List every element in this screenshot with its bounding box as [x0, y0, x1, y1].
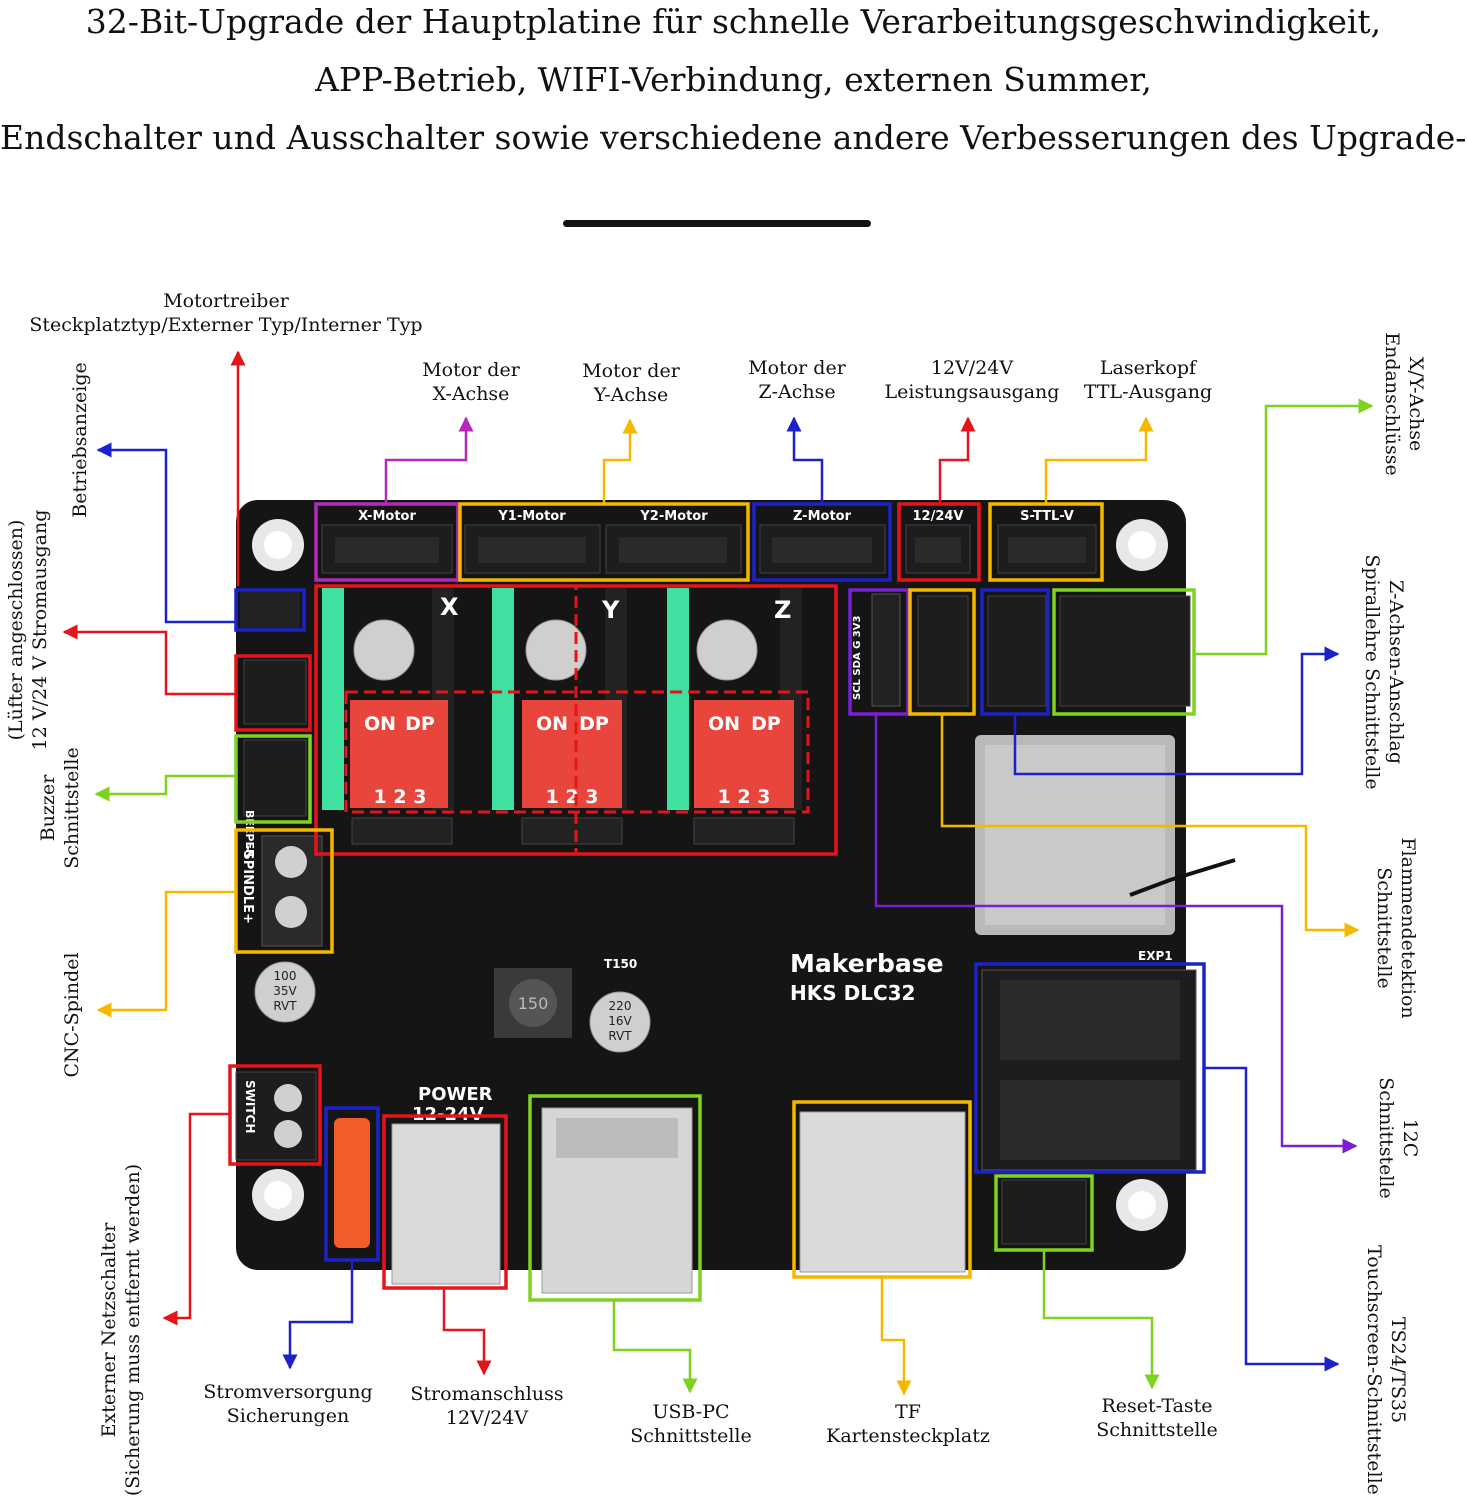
label-external-switch: Externer Netzschalter(Sicherung muss ent…	[98, 1163, 144, 1497]
svg-text:Y1-Motor: Y1-Motor	[497, 509, 566, 524]
y2-motor-connector: Y2-Motor	[605, 509, 742, 574]
buzzer-connector	[243, 739, 307, 817]
box-driver-x	[314, 584, 578, 856]
box-led	[234, 588, 306, 632]
svg-text:150: 150	[518, 994, 549, 1013]
switch-connector	[235, 1071, 317, 1161]
svg-text:35V: 35V	[273, 984, 297, 998]
dc-jack	[391, 1123, 501, 1285]
z-endstop-connector	[987, 595, 1047, 707]
z-motor-connector: Z-Motor	[759, 509, 886, 574]
svg-text:Z: Z	[774, 596, 791, 624]
svg-text:SWITCH: SWITCH	[243, 1080, 257, 1133]
svg-text:ON: ON	[364, 713, 396, 735]
svg-text:RVT: RVT	[608, 1029, 632, 1043]
svg-text:12/24V: 12/24V	[913, 509, 964, 524]
y1-motor-connector: Y1-Motor	[464, 509, 601, 574]
svg-text:DP: DP	[579, 713, 609, 735]
label-betriebsanzeige: Betriebsanzeige	[69, 362, 91, 518]
svg-text:ON: ON	[708, 713, 740, 735]
box-dip	[344, 690, 810, 814]
svg-text:ON: ON	[536, 713, 568, 735]
capacitor	[254, 961, 316, 1023]
svg-text:Y: Y	[601, 596, 620, 624]
svg-text:S-TTL-V: S-TTL-V	[1020, 509, 1074, 524]
svg-text:1 2 3: 1 2 3	[546, 786, 599, 808]
svg-text:RVT: RVT	[273, 999, 297, 1013]
svg-text:T150: T150	[604, 957, 637, 971]
flame-connector	[917, 595, 969, 707]
heading-line-2: APP-Betrieb, WIFI-Verbindung, externen S…	[315, 60, 1152, 99]
divider-bar	[563, 220, 871, 227]
x-motor-connector: X-Motor	[321, 509, 453, 574]
driver-slot-y: Y ON DP 1 2 3	[492, 588, 627, 810]
svg-text:EXP1: EXP1	[1138, 949, 1173, 963]
svg-text:X-Motor: X-Motor	[358, 509, 416, 524]
box-xy-end	[1052, 588, 1196, 716]
svg-text:-SPINDLE+: -SPINDLE+	[240, 845, 255, 924]
svg-text:Y2-Motor: Y2-Motor	[639, 509, 708, 524]
svg-text:100: 100	[274, 969, 297, 983]
capacitor	[589, 991, 651, 1053]
svg-text:HKS DLC32: HKS DLC32	[790, 981, 915, 1005]
label-fan-output: (Lüfter angeschlossen)12 V/24 V Stromaus…	[5, 509, 51, 751]
box-buzzer	[234, 734, 312, 824]
reset-connector	[1001, 1179, 1087, 1245]
betriebsanzeige-led	[240, 592, 300, 628]
svg-text:1 2 3: 1 2 3	[718, 786, 771, 808]
heading-line-1: 32-Bit-Upgrade der Hauptplatine für schn…	[85, 2, 1382, 41]
ttl-connector: S-TTL-V	[997, 509, 1097, 574]
driver-slot-z: Z ON DP 1 2 3	[667, 588, 802, 810]
svg-text:Z-Motor: Z-Motor	[793, 509, 852, 524]
fan-connector	[243, 659, 307, 725]
svg-text:DP: DP	[751, 713, 781, 735]
driver-slot-x: X ON DP 1 2 3	[322, 588, 459, 810]
svg-text:16V: 16V	[608, 1014, 632, 1028]
xy-endstop-connector	[1059, 595, 1191, 707]
svg-text:Makerbase: Makerbase	[790, 949, 944, 978]
svg-text:220: 220	[609, 999, 632, 1013]
svg-text:SCL SDA G 3V3: SCL SDA G 3V3	[852, 615, 863, 700]
i2c-header	[871, 593, 901, 707]
heading-line-3: Endschalter und Ausschalter sowie versch…	[0, 118, 1467, 157]
svg-text:DP: DP	[405, 713, 435, 735]
box-i2c	[848, 588, 910, 716]
svg-text:X: X	[440, 593, 459, 621]
svg-text:POWER: POWER	[418, 1084, 493, 1105]
svg-text:1 2 3: 1 2 3	[374, 786, 427, 808]
power-out-connector: 12/24V	[905, 509, 971, 574]
fuse	[334, 1118, 370, 1248]
label-cnc-spindle: CNC-Spindel	[61, 952, 83, 1078]
tf-slot	[799, 1111, 966, 1273]
